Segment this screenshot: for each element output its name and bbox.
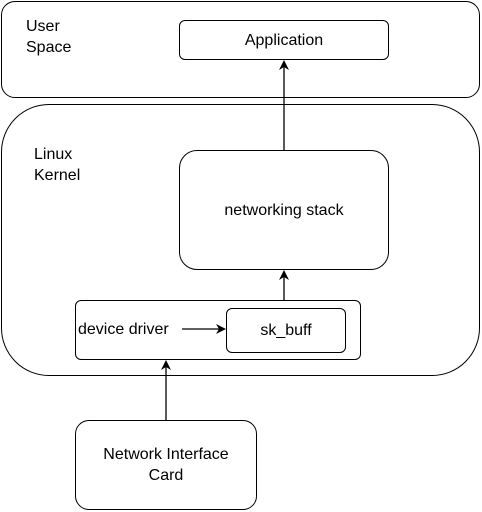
- network-interface-card-label: Network Interface Card: [103, 446, 229, 484]
- device-driver-label: device driver: [78, 321, 169, 338]
- sk-buff-label: sk_buff: [260, 322, 312, 339]
- network-interface-card-box: Network Interface Card: [75, 420, 257, 510]
- networking-stack-label: networking stack: [224, 201, 344, 219]
- linux-kernel-label: Linux Kernel: [34, 146, 81, 184]
- application-label: Application: [244, 31, 324, 49]
- sk-buff-box: sk_buff: [226, 308, 346, 353]
- networking-stack-box: networking stack: [179, 150, 389, 270]
- application-box: Application: [179, 20, 389, 60]
- user-space-label: User Space: [26, 18, 72, 56]
